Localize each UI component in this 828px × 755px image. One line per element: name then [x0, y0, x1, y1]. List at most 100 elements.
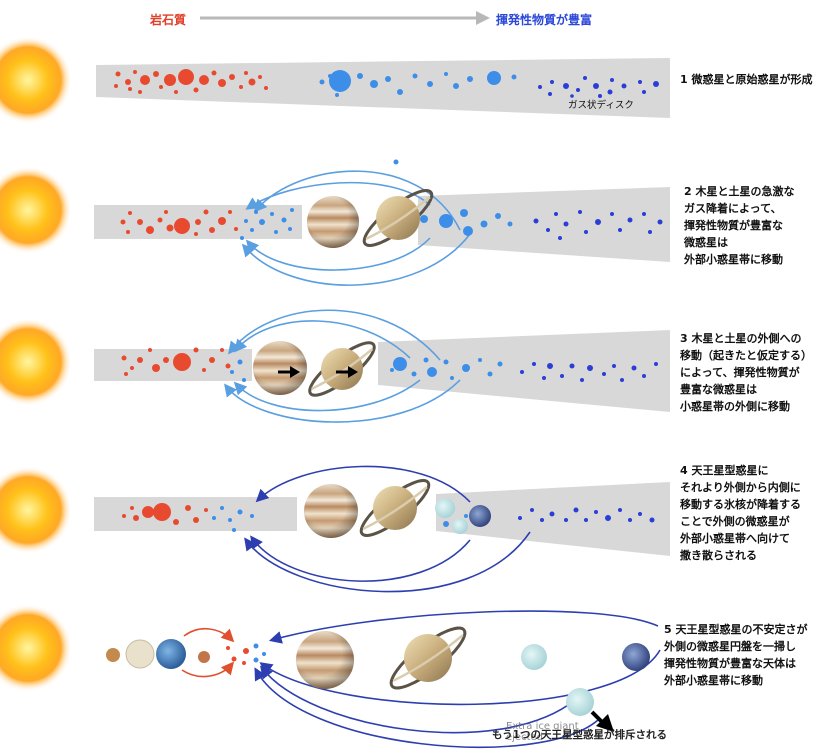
planetesimal [549, 511, 555, 517]
planetesimal [229, 74, 235, 80]
planetesimal [244, 219, 248, 223]
planetesimal [612, 364, 616, 368]
caption-line: 2 木星と土星の急激な [684, 185, 795, 198]
planetesimal [253, 643, 259, 649]
caption-line: 3 木星と土星の外側への [680, 332, 802, 345]
caption-line: 1 微惑星と原始惑星が形成 [680, 73, 813, 86]
planetesimal [226, 646, 230, 650]
planetesimal [467, 76, 473, 82]
scatter-arrow [250, 535, 471, 582]
scatter-arrow [233, 379, 421, 412]
uranus-icon [435, 498, 455, 518]
planetesimal [133, 515, 139, 521]
planetesimal [193, 347, 199, 353]
venus-icon [125, 639, 155, 669]
planetesimal [397, 89, 403, 95]
jupiter-shade [307, 196, 359, 248]
planetesimal [393, 357, 407, 371]
planetesimal [178, 69, 194, 85]
planetesimal [598, 94, 602, 98]
planetesimal [620, 378, 624, 382]
planetesimal [460, 209, 468, 217]
planetesimal [319, 79, 325, 85]
sun-icon [0, 604, 72, 692]
planetesimal [427, 367, 437, 377]
scatter-arrow [259, 649, 661, 706]
planetesimal [274, 230, 278, 234]
caption-line: 外側の微惑星円盤を一掃し [664, 640, 796, 653]
planetesimal [237, 509, 243, 515]
planetesimal [627, 217, 633, 223]
planetesimal [137, 357, 143, 363]
planetesimal [211, 70, 217, 76]
planetesimal [242, 378, 246, 382]
stage-5-caption: 5 天王星型惑星の不安定さが 外側の微惑星円盤を一掃し 揮発性物質が豊富な天体は… [664, 621, 807, 689]
header-rocky: 岩石質 [150, 13, 187, 27]
scatter-arrow [254, 667, 599, 749]
planetesimal [638, 80, 642, 84]
sun-icon [0, 466, 72, 554]
planetesimal [642, 90, 646, 94]
caption-line: 4 天王星型惑星に [680, 464, 769, 477]
planetesimal [209, 357, 215, 363]
planetesimal [194, 232, 198, 236]
planetesimal [390, 368, 394, 372]
earth-icon [156, 639, 186, 669]
planetesimal [232, 528, 236, 532]
planetesimal [220, 506, 224, 510]
planetesimal [220, 348, 224, 352]
planetesimal [231, 656, 237, 662]
saturn-ring-front [365, 196, 431, 241]
planetesimal [174, 90, 178, 94]
planetesimal [546, 228, 550, 232]
planetesimal [195, 219, 201, 225]
neptune-icon [622, 643, 650, 671]
planetesimal [120, 219, 126, 225]
outer-disk [436, 482, 670, 556]
planetesimal [239, 85, 243, 89]
planetesimal [270, 212, 274, 216]
planetesimal [570, 94, 574, 98]
ejected-overlay-text: Extra ice giant ejected [506, 721, 579, 743]
neptune-icon [469, 505, 491, 527]
planetesimal [203, 209, 209, 215]
planetesimal [124, 372, 128, 376]
planetesimal [290, 208, 294, 212]
sun-icon [0, 36, 72, 124]
ejection-arrowhead-icon [596, 714, 614, 732]
planetesimal [439, 214, 453, 228]
mars-icon [198, 651, 210, 663]
planetesimal [335, 93, 339, 97]
planetesimal [153, 71, 159, 77]
planetesimal [497, 361, 503, 367]
planetesimal [610, 212, 614, 216]
sun-icon [0, 318, 72, 406]
planetesimal [628, 518, 632, 522]
planetesimal [199, 75, 209, 85]
planetesimal [164, 74, 176, 86]
inner-disk [94, 497, 297, 531]
planetesimal [427, 81, 433, 87]
scatter-arrow [244, 531, 531, 593]
stage-4-caption: 4 天王星型惑星に それより外側から内側に 移動する氷核が降着する ことで外側の… [680, 462, 801, 564]
planetesimal [453, 83, 459, 89]
planetesimal [209, 227, 215, 233]
planetesimal [329, 70, 351, 92]
planetesimal [576, 88, 580, 92]
planetesimal [654, 362, 658, 366]
planetesimal [657, 219, 663, 225]
planetesimal [128, 87, 132, 91]
planetesimal [153, 503, 171, 521]
caption-line: ことで外側の微惑星が [680, 515, 790, 528]
planetesimal [594, 510, 598, 514]
planetesimal [262, 652, 266, 656]
caption-line: 外部小惑星帯に移動 [664, 674, 763, 687]
planetesimal [218, 79, 226, 87]
planetesimal [463, 226, 473, 236]
planetesimal [563, 83, 569, 89]
planetesimal [444, 72, 448, 76]
caption-line: 揮発性物質が豊富な天体は [664, 657, 796, 670]
outer-disk [418, 187, 670, 262]
caption-line: 移動（起きたと仮定する） [680, 349, 812, 362]
